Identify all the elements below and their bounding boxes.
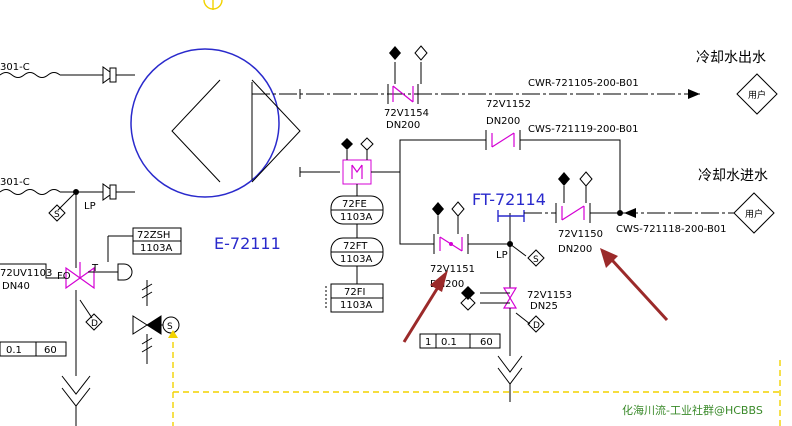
svg-text:72FI: 72FI [344, 287, 365, 298]
exchanger-label: E-72111 [214, 234, 281, 253]
svg-text:S: S [533, 255, 539, 265]
fo-label: FO [57, 271, 71, 282]
user-in-label: 用户 [745, 208, 763, 220]
cwr-line: CWR-721105-200-B01 冷却水出水 用户 72V1154 DN20… [252, 45, 778, 131]
flow-transmitter-ft72114[interactable]: FT-72114 [472, 190, 546, 222]
uv1103-dn: DN40 [2, 281, 30, 292]
exchanger-right-chevron [251, 79, 301, 183]
flow-element-72fe[interactable] [341, 137, 374, 185]
left-process-lines: 301-C 301-C LP S [0, 62, 135, 246]
svg-text:DN200: DN200 [558, 244, 592, 255]
left-control-section: 72UV1103 DN40 FO D T 72ZSH 1103A S [0, 227, 182, 426]
svg-text:72V1150: 72V1150 [558, 229, 603, 240]
svg-text:0.1: 0.1 [6, 345, 22, 356]
left-mid-line-label: 301-C [0, 177, 30, 188]
svg-text:72V1152: 72V1152 [486, 99, 531, 110]
s-indicator [162, 316, 180, 334]
svg-text:S: S [167, 322, 173, 332]
cwr-label: CWR-721105-200-B01 [528, 78, 639, 89]
valve-72v1154[interactable]: 72V1154 DN200 [384, 45, 429, 131]
watermark: 化海川流-工业社群@HCBBS [622, 403, 763, 417]
lp-mid-label: LP [496, 250, 508, 261]
cooling-in-label: 冷却水进水 [698, 168, 768, 184]
annotation-arrows [402, 248, 669, 343]
svg-text:72FE: 72FE [342, 199, 367, 210]
cooling-out-label: 冷却水出水 [696, 50, 766, 66]
d-symbol-left: D [91, 319, 98, 329]
valve-72v1150[interactable]: 72V1150 DN200 [555, 171, 603, 255]
heat-exchanger: E-72111 [130, 48, 301, 253]
exchanger-left-chevron [171, 79, 221, 183]
svg-text:1103A: 1103A [340, 300, 372, 311]
svg-text:1: 1 [425, 337, 431, 348]
top-marker [203, 0, 223, 10]
svg-text:DN200: DN200 [430, 279, 464, 290]
t-label: T [91, 263, 99, 274]
left-table: 0.1 60 [0, 341, 67, 357]
svg-text:72FT: 72FT [343, 241, 368, 252]
svg-text:DN200: DN200 [386, 120, 420, 131]
svg-text:1103A: 1103A [340, 254, 372, 265]
user-out-box [736, 73, 778, 115]
svg-text:72V1154: 72V1154 [384, 108, 429, 119]
mid-table: 1 0.1 60 [419, 333, 501, 349]
lp-left-label: LP [84, 201, 96, 212]
zsh-num: 1103A [140, 243, 172, 254]
cws-top-label: CWS-721119-200-B01 [528, 124, 639, 135]
left-top-line-label: 301-C [0, 62, 30, 73]
svg-text:1103A: 1103A [340, 212, 372, 223]
svg-text:72V1153: 72V1153 [527, 290, 572, 301]
svg-text:60: 60 [44, 345, 57, 356]
exchanger-shell [130, 48, 280, 198]
svg-text:60: 60 [480, 337, 493, 348]
user-in-box [733, 192, 775, 234]
svg-text:DN200: DN200 [486, 116, 520, 127]
valve-72v1153[interactable]: 72V1153 DN25 [460, 286, 572, 312]
cws-network: 72FE 1103A 72FT 1103A 72FI 1103A CWS-721… [299, 99, 775, 402]
ft-label: FT-72114 [472, 190, 546, 209]
zsh-tag: 72ZSH [137, 230, 170, 241]
svg-text:72V1151: 72V1151 [430, 264, 475, 275]
svg-text:0.1: 0.1 [441, 337, 457, 348]
s-symbol-left: S [54, 210, 60, 220]
svg-text:D: D [533, 321, 540, 331]
valve-72v1152[interactable]: 72V1152 DN200 [485, 99, 531, 150]
cws-bottom-label: CWS-721118-200-B01 [616, 224, 727, 235]
svg-text:DN25: DN25 [530, 301, 558, 312]
yellow-boundary [168, 330, 781, 426]
user-out-label: 用户 [748, 89, 766, 101]
valve-72v1151[interactable]: 72V1151 DN200 [430, 201, 475, 290]
uv1103-tag: 72UV1103 [0, 268, 52, 279]
